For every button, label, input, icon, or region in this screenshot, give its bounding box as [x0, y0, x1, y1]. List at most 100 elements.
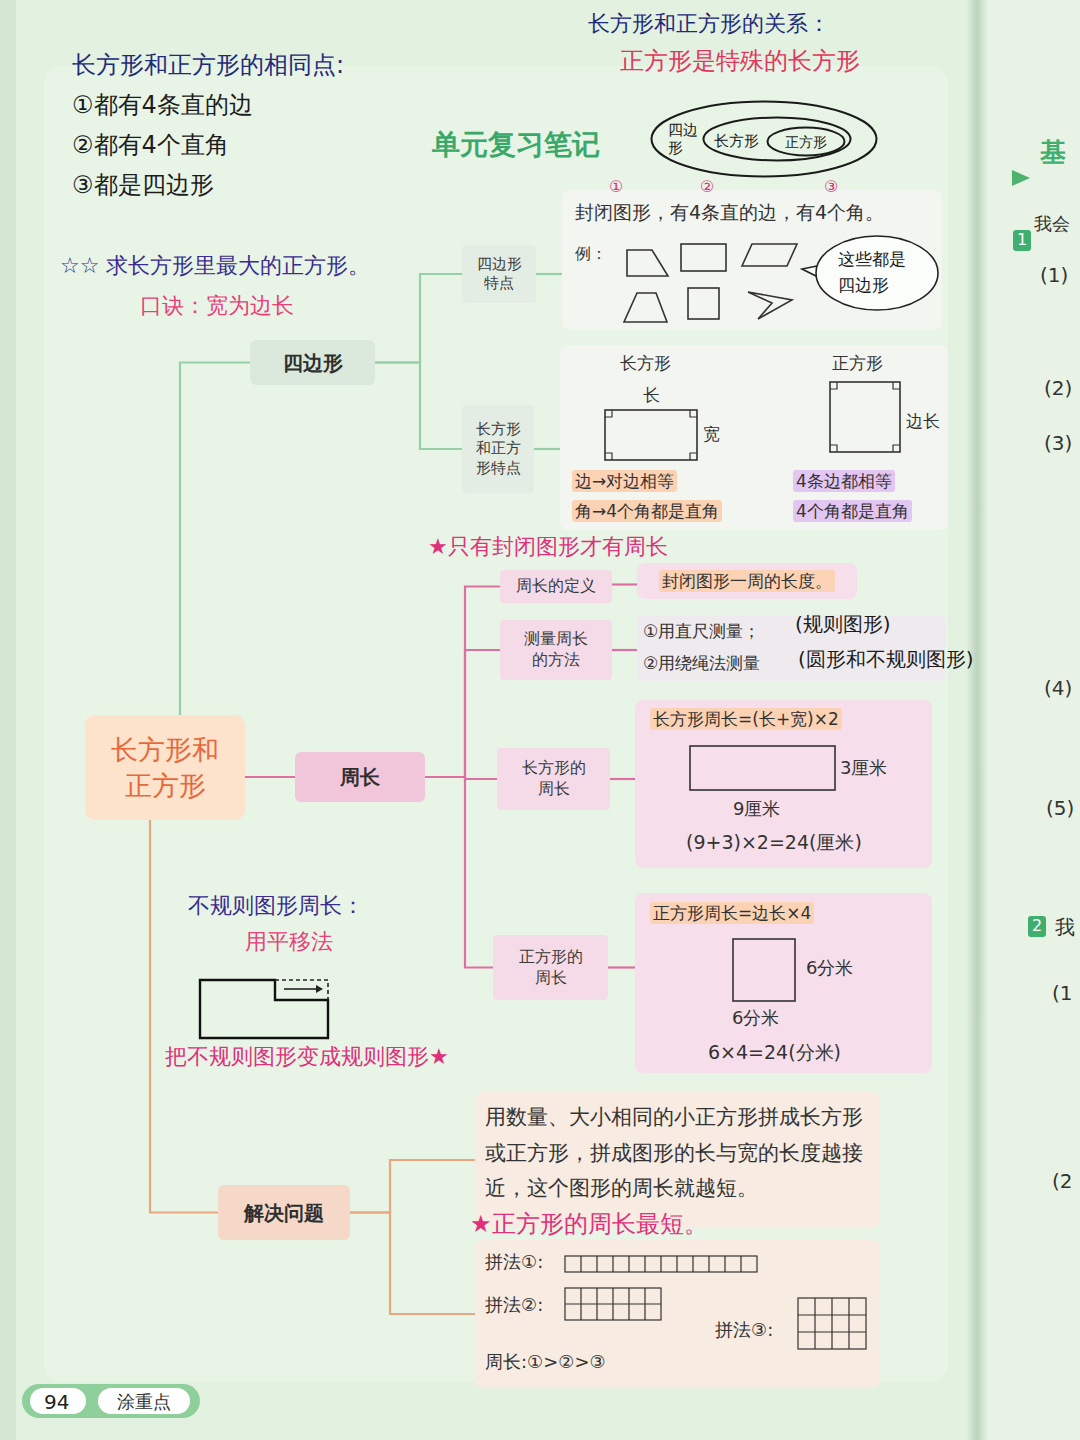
content-panel-ground	[44, 66, 948, 1382]
ellipse-outline	[704, 118, 851, 161]
text-holder: 宽	[703, 423, 720, 445]
node-text: ②用绕绳法测量	[643, 652, 760, 674]
node-text: 边→对边相等	[572, 470, 677, 492]
label-holder: 把不规则图形变成规则图形★	[165, 1043, 449, 1072]
node-text: 长	[643, 384, 660, 406]
sub-topic-box: 四边形特点	[462, 245, 536, 303]
branch-connector	[425, 650, 500, 777]
handwritten-note: 涂重点	[117, 1390, 171, 1413]
node-text: 这些都是四边形	[838, 247, 910, 298]
branch-connector	[350, 1160, 475, 1213]
handwritten-note: 我会	[1034, 212, 1070, 235]
text-holder: 长方形和正方形	[106, 732, 224, 802]
text-holder: 周长	[340, 764, 380, 790]
handwritten-note: (1)	[1040, 262, 1068, 288]
branch-connector	[150, 820, 218, 1213]
sub-topic-box: 长方形的周长	[497, 748, 610, 810]
label-holder: (规则图形)	[795, 611, 891, 637]
branch-connector	[425, 777, 493, 968]
label-holder: ①	[609, 177, 623, 198]
label-holder: (2)	[1044, 375, 1072, 401]
text-holder: 例：	[575, 244, 607, 265]
tag-pill	[98, 1388, 190, 1414]
node-text: 6分米	[806, 956, 853, 979]
text-holder: 长方形和正方形特点	[474, 420, 522, 479]
text-holder: 测量周长的方法	[523, 629, 589, 671]
sub-topic-box: 长方形和正方形特点	[462, 405, 534, 493]
branch-connector	[375, 363, 462, 450]
translation-arrow-head	[316, 985, 323, 993]
text-holder: 周长:①>②>③	[485, 1350, 606, 1373]
node-text: 6×4=24(分米)	[708, 1040, 841, 1065]
text-holder: 封闭图形，有4条直的边，有4个角。	[575, 200, 884, 225]
branch-connector	[612, 649, 637, 651]
title-holder: 单元复习笔记	[432, 126, 600, 164]
branch-connector	[245, 776, 295, 778]
right-page	[984, 0, 1080, 1440]
content-panel: 长方形周长=(长+宽)×23厘米9厘米(9+3)×2=24(厘米)	[635, 700, 932, 868]
ellipse-outline	[768, 128, 845, 156]
page-fold	[966, 0, 988, 1440]
handwritten-note: (圆形和不规则图形)	[798, 646, 974, 672]
text-holder: 正方形	[832, 352, 883, 374]
page-tab	[22, 1384, 200, 1418]
text-holder: 用数量、大小相同的小正方形拼成长方形或正方形，拼成图形的长与宽的长度越接近，这个…	[485, 1100, 870, 1207]
set-ellipse: 长方形正方形	[702, 116, 852, 162]
branch-connector	[425, 587, 500, 778]
handwritten-note: 2	[1028, 916, 1046, 937]
node-text: 封闭图形，有4条直的边，有4个角。	[575, 200, 884, 225]
node-text: 长方形的周长	[521, 758, 587, 800]
bubble-ellipse	[816, 236, 938, 310]
speech-bubble: 这些都是四边形	[808, 235, 938, 311]
node-text: 长方形和正方形特点	[474, 420, 522, 479]
irregular-outline	[200, 980, 328, 1038]
node-text: 长方形	[714, 132, 759, 150]
label-holder: ③	[824, 177, 838, 198]
label-holder: 正方形是特殊的长方形	[620, 46, 860, 77]
label-holder: (2	[1052, 1168, 1073, 1194]
label-holder: (1	[1052, 980, 1073, 1006]
text-holder: 拼法①:	[485, 1250, 543, 1273]
label-holder: 不规则图形周长：	[188, 892, 364, 921]
text-holder: 这些都是四边形	[838, 247, 910, 298]
label-holder: 口诀：宽为边长	[140, 292, 294, 321]
node-text: 长方形周长=(长+宽)×2	[650, 708, 842, 730]
label-holder: 1	[1013, 230, 1031, 251]
text-holder: 正方形周长=边长×4	[650, 902, 814, 924]
bubble-outline	[808, 235, 938, 311]
label-holder: 我会	[1034, 212, 1070, 235]
text-holder: 周长的定义	[516, 576, 596, 597]
text-holder: 6×4=24(分米)	[708, 1040, 841, 1065]
label-holder: ②都有4个直角	[72, 130, 229, 161]
text-holder: 6分米	[806, 956, 853, 979]
handwritten-note: (3)	[1044, 430, 1072, 456]
node-text: 角→4个角都是直角	[572, 500, 722, 522]
label-holder: ★正方形的周长最短。	[470, 1209, 708, 1240]
translated-edge	[275, 980, 328, 1000]
node-text: 9厘米	[733, 797, 780, 820]
text-holder: 长	[643, 384, 660, 406]
sub-topic-box: 正方形的周长	[493, 935, 608, 1000]
text-holder: 四边形特点	[475, 255, 523, 294]
label-holder: 长方形和正方形的相同点:	[72, 50, 344, 81]
set-ellipse: 正方形	[766, 126, 846, 157]
handwritten-note: (1	[1052, 980, 1073, 1006]
label-holder: ①都有4条直的边	[72, 90, 253, 121]
text-holder: (9+3)×2=24(厘米)	[686, 830, 862, 855]
handwritten-note: (5)	[1046, 795, 1074, 821]
handwritten-note: ③	[824, 177, 838, 198]
label-holder: (4)	[1044, 675, 1072, 701]
node-text: 周长的定义	[516, 576, 596, 597]
node-text: 6分米	[732, 1006, 779, 1029]
node-text: 长方形	[620, 352, 671, 374]
label-holder: 2	[1028, 916, 1046, 937]
sub-topic-box: 测量周长的方法	[500, 620, 612, 680]
content-panel: 用数量、大小相同的小正方形拼成长方形或正方形，拼成图形的长与宽的长度越接近，这个…	[475, 1092, 880, 1228]
node-text: 正方形	[832, 352, 883, 374]
text-holder: ①用直尺测量；	[643, 620, 760, 642]
text-holder: 解决问题	[244, 1200, 324, 1226]
handwritten-note: 口诀：宽为边长	[140, 292, 294, 321]
content-panel: 正方形周长=边长×4 6分米 6分米 6×4=24(分米)	[635, 893, 932, 1073]
